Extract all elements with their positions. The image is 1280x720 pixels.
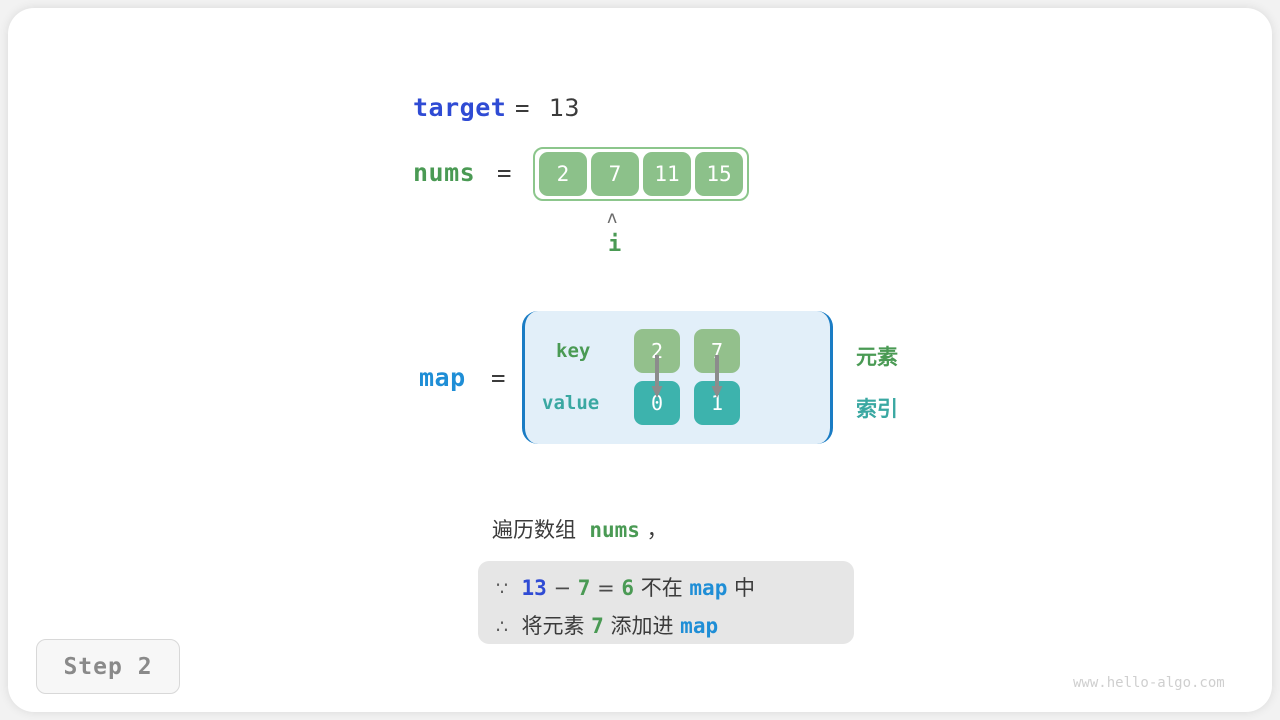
map-variable-name: map xyxy=(419,363,466,392)
side-label-index: 索引 xyxy=(856,397,898,421)
array-frame xyxy=(533,147,749,201)
hash-map-value-cell: 0 xyxy=(634,381,680,425)
target-value: 13 xyxy=(549,94,580,122)
note-text-add-element: 将元素 xyxy=(521,614,585,638)
array-cell: 2 xyxy=(539,152,587,196)
pointer-caret-icon: ʌ xyxy=(607,208,618,228)
nums-variable-name: nums xyxy=(413,158,476,187)
note-text-not-in: 不在 xyxy=(640,576,683,600)
watermark: www.hello-algo.com xyxy=(1073,675,1225,691)
caption-line: 遍历数组 nums ， xyxy=(492,514,668,544)
note-value-target: 13 xyxy=(521,576,547,600)
map-equals-sign: = xyxy=(491,364,506,392)
pointer-label-i: i xyxy=(608,232,622,257)
hash-map-key-label: key xyxy=(556,340,591,362)
because-symbol: ∵ xyxy=(496,578,509,600)
key-to-value-arrow-icon xyxy=(711,355,723,398)
note-value-added: 7 xyxy=(591,614,604,638)
note-box xyxy=(478,561,854,644)
caption-suffix: ， xyxy=(646,518,668,542)
caption-code-nums: nums xyxy=(589,518,640,542)
note-text-in: 中 xyxy=(734,576,756,600)
note-code-map: map xyxy=(680,614,719,638)
note-value-complement: 6 xyxy=(621,576,635,600)
target-equals-sign: = xyxy=(515,94,530,122)
array-cell: 15 xyxy=(695,152,743,196)
caption-prefix: 遍历数组 xyxy=(492,518,576,542)
note-minus-operator: − xyxy=(553,576,572,600)
note-line-2: ∴ 将元素 7 添加进 map xyxy=(496,610,718,640)
hash-map-value-label: value xyxy=(542,392,600,414)
array-cell: 11 xyxy=(643,152,691,196)
note-equals-operator: = xyxy=(597,576,615,600)
step-badge: Step 2 xyxy=(36,639,180,694)
note-line-1: ∵ 13 − 7 = 6 不在 map 中 xyxy=(496,572,755,602)
side-label-element: 元素 xyxy=(856,345,898,369)
target-variable-name: target xyxy=(413,93,507,122)
array-cells: 2 7 11 15 xyxy=(539,152,743,196)
therefore-symbol: ∴ xyxy=(496,616,509,638)
note-code-map: map xyxy=(689,576,728,600)
note-value-current: 7 xyxy=(577,576,591,600)
nums-equals-sign: = xyxy=(497,159,512,187)
key-to-value-arrow-icon xyxy=(651,355,663,398)
note-text-add-into: 添加进 xyxy=(610,614,674,638)
array-cell: 7 xyxy=(591,152,639,196)
